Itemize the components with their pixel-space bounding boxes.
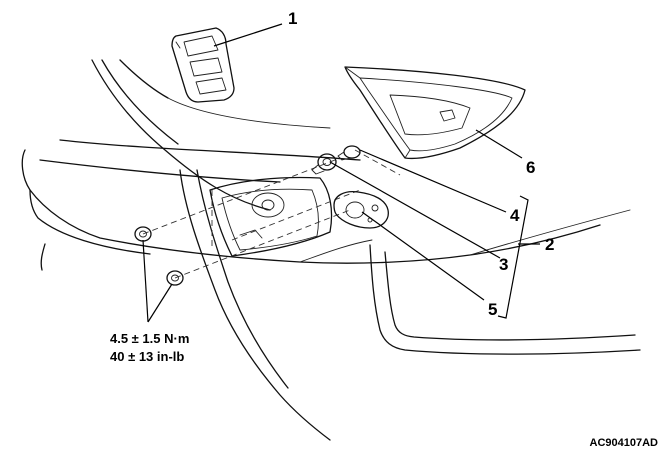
torque-spec-metric: 4.5 ± 1.5 N·m [110, 331, 189, 346]
callout-3: 3 [499, 255, 508, 274]
callout-2: 2 [545, 235, 554, 254]
figure-id: AC904107AD [590, 437, 659, 449]
part-1-cover [171, 27, 235, 103]
alignment-lines [142, 149, 401, 279]
mounting-nut-lower [166, 270, 184, 286]
vehicle-body-outline [21, 59, 641, 441]
callout-5: 5 [488, 300, 497, 319]
callout-4: 4 [510, 206, 520, 225]
callout-1: 1 [288, 9, 297, 28]
part-5-gasket [333, 190, 389, 229]
lamp-mounting-opening [209, 176, 333, 257]
part-4-bulb [337, 145, 361, 161]
torque-spec-imperial: 40 ± 13 in-lb [110, 349, 184, 364]
callout-6: 6 [526, 158, 535, 177]
part-6-lamp-assembly [344, 66, 526, 160]
group-bracket-2 [497, 195, 540, 319]
leader-lines [142, 23, 523, 323]
